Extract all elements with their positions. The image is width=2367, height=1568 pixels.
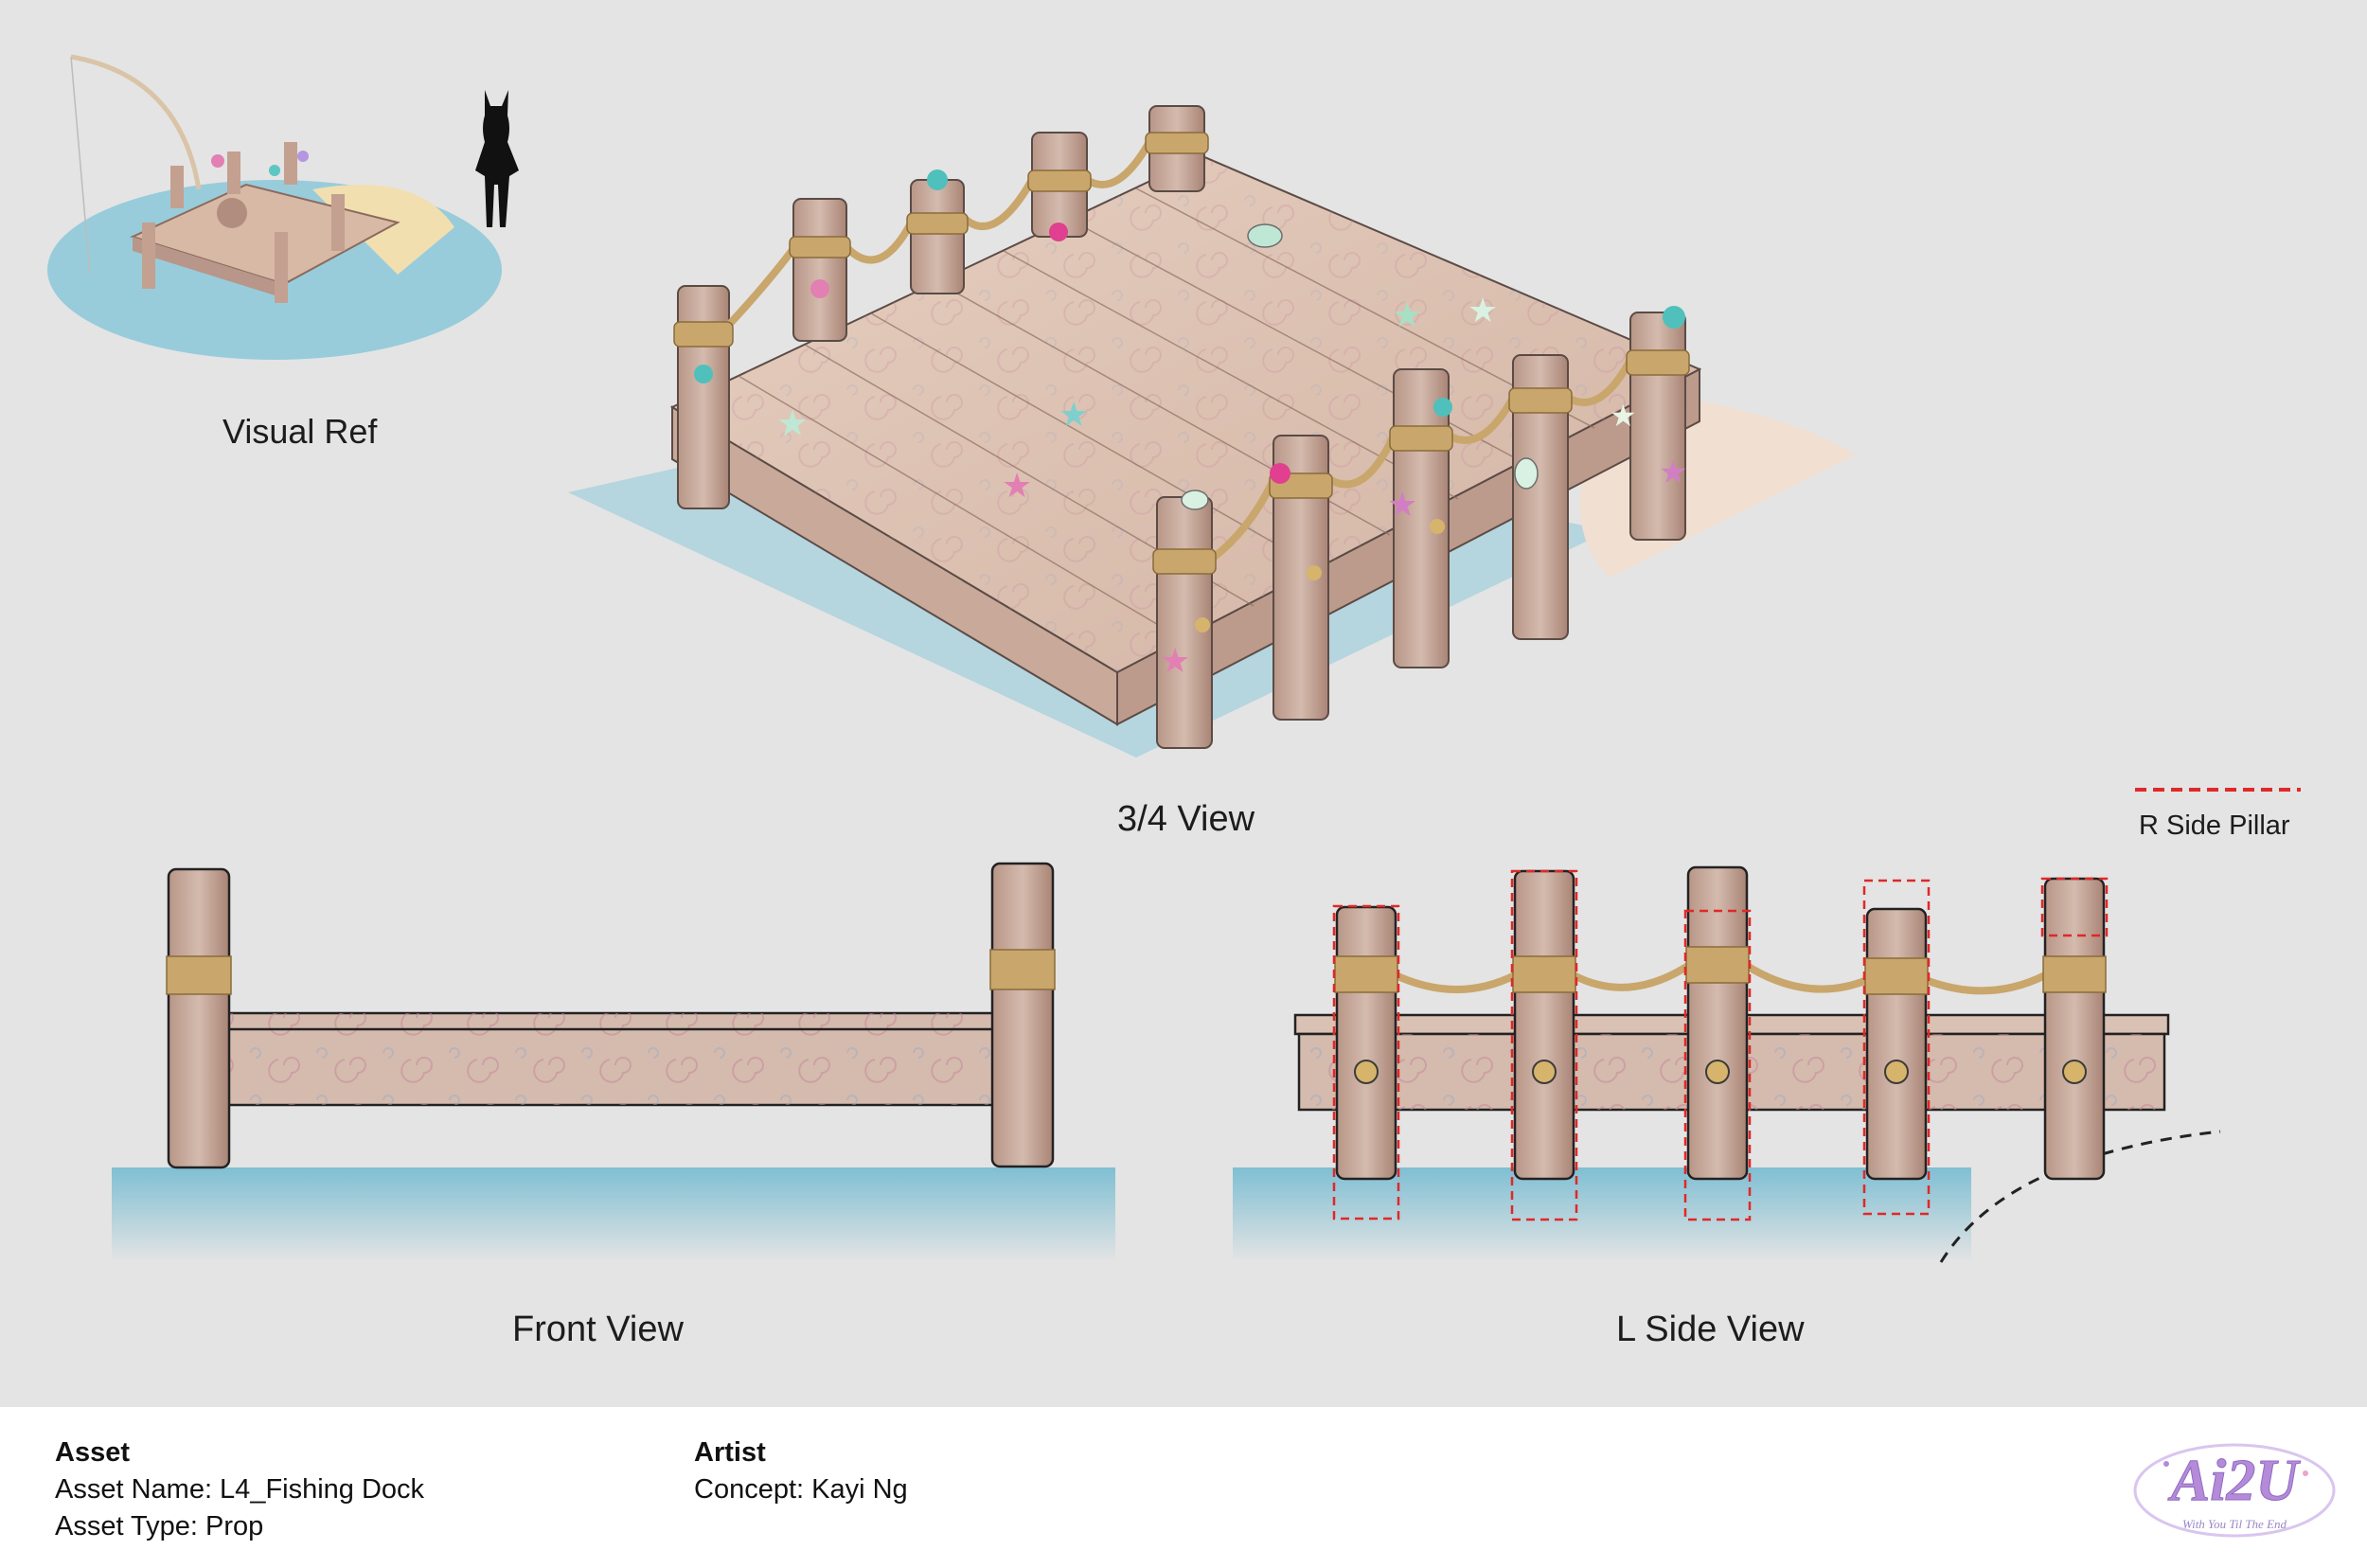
r-side-pillar-outlines xyxy=(1332,869,2109,1221)
svg-text:★: ★ xyxy=(776,402,809,444)
visual-ref-illustration xyxy=(47,54,502,360)
three-quarter-view-label: 3/4 View xyxy=(1117,799,1255,839)
artist-concept: Concept: Kayi Ng xyxy=(694,1474,908,1505)
left-side-view-label: L Side View xyxy=(1616,1310,1805,1349)
scale-figure-silhouette xyxy=(475,90,519,227)
visual-ref-label: Visual Ref xyxy=(222,412,378,451)
svg-text:★: ★ xyxy=(1610,398,1637,434)
left-side-view-illustration xyxy=(1233,865,2221,1263)
concept-sheet: ★ ★ ★ ★ ★ ★ ★ ★ ★ xyxy=(47,54,2301,1349)
svg-text:★: ★ xyxy=(1059,396,1089,435)
asset-type: Asset Type: Prop xyxy=(55,1511,264,1541)
three-quarter-view-illustration: ★ ★ ★ ★ ★ ★ ★ ★ ★ xyxy=(568,105,1856,757)
svg-text:With You Til The End: With You Til The End xyxy=(2182,1517,2287,1531)
svg-text:★: ★ xyxy=(1387,486,1417,525)
svg-text:Ai2U: Ai2U xyxy=(2167,1449,2302,1513)
legend-label: R Side Pillar xyxy=(2139,811,2290,841)
svg-text:★: ★ xyxy=(1392,296,1422,335)
asset-heading: Asset xyxy=(55,1437,130,1468)
svg-text:★: ★ xyxy=(1659,454,1687,491)
artist-heading: Artist xyxy=(694,1437,766,1468)
ai2u-logo: Ai2U With You Til The End xyxy=(2130,1426,2339,1549)
svg-text:★: ★ xyxy=(1160,642,1190,681)
front-view-label: Front View xyxy=(512,1310,684,1349)
svg-text:★: ★ xyxy=(1002,467,1032,506)
artwork-canvas: ★ ★ ★ ★ ★ ★ ★ ★ ★ xyxy=(47,54,2301,1263)
front-view-illustration xyxy=(112,862,1115,1262)
svg-text:★: ★ xyxy=(1468,292,1498,330)
asset-name: Asset Name: L4_Fishing Dock xyxy=(55,1474,425,1505)
asset-info-footer: Asset Asset Name: L4_Fishing Dock Asset … xyxy=(0,1407,2367,1568)
